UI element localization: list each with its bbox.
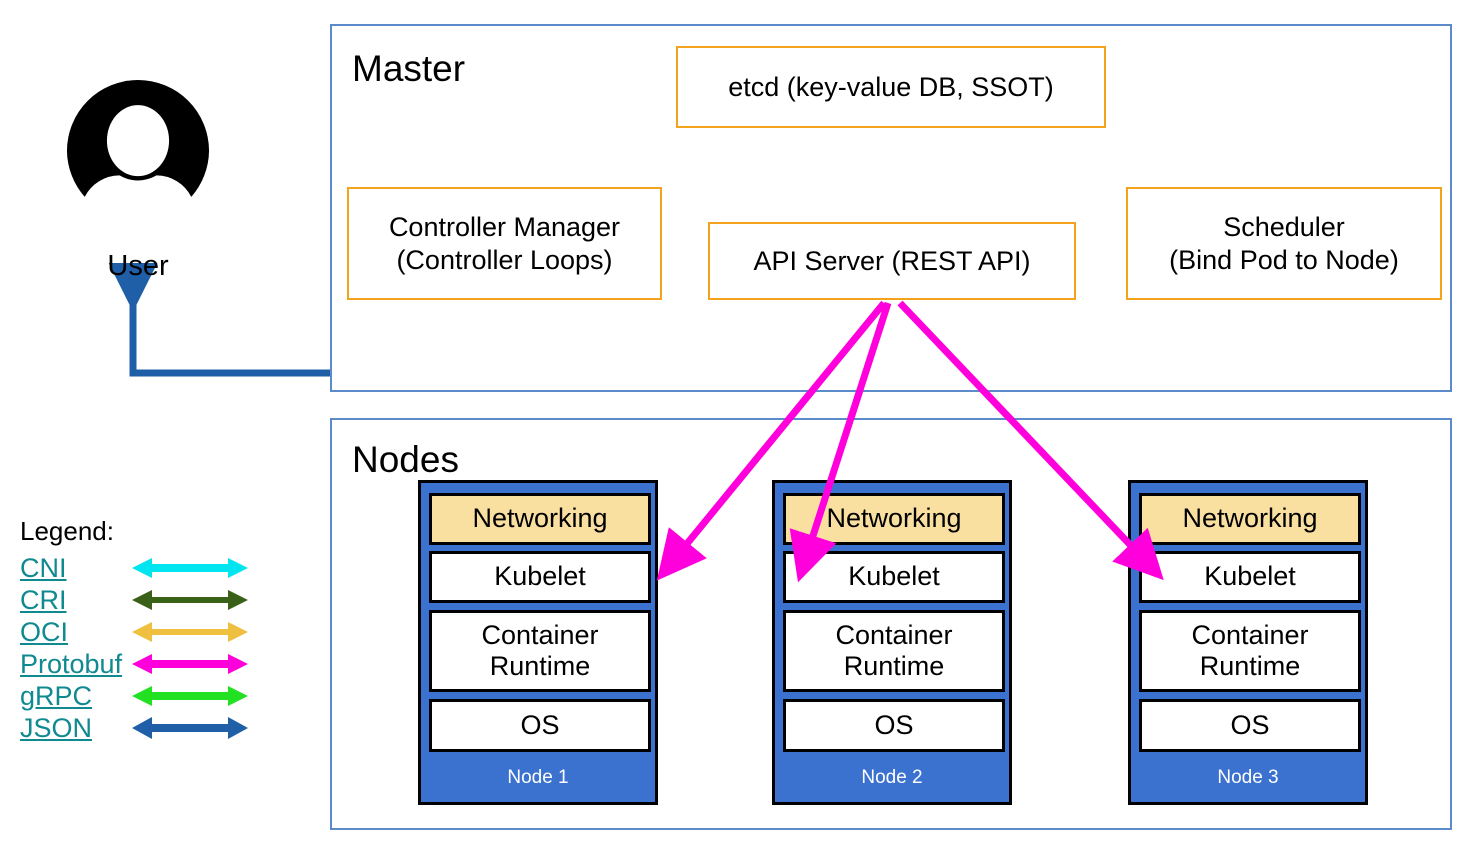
- master-group-title: Master: [352, 48, 466, 89]
- legend: Legend: CNI CRI OCI Protobuf: [20, 518, 250, 744]
- legend-label-protobuf[interactable]: Protobuf: [20, 648, 123, 679]
- node-2-os[interactable]: OS: [783, 699, 1005, 752]
- controller-manager-box[interactable]: Controller Manager (Controller Loops): [347, 187, 662, 300]
- node-1-networking[interactable]: Networking: [429, 493, 651, 545]
- node-1-kubelet-label: Kubelet: [494, 561, 586, 592]
- node-1-kubelet[interactable]: Kubelet: [429, 551, 651, 603]
- node-2-box[interactable]: Networking Kubelet Container Runtime OS …: [772, 480, 1012, 805]
- node-3-container-runtime-label: Container Runtime: [1191, 619, 1309, 681]
- nodes-group-title: Nodes: [352, 439, 459, 480]
- node-2-os-label: OS: [874, 709, 914, 740]
- node-3-networking-label: Networking: [1182, 503, 1318, 534]
- node-2-kubelet[interactable]: Kubelet: [783, 551, 1005, 603]
- legend-arrow-cni-icon: [132, 558, 248, 578]
- node-2-networking-label: Networking: [826, 503, 962, 534]
- node-3-os-label: OS: [1230, 709, 1270, 740]
- node-3-name: Node 3: [1217, 767, 1279, 788]
- node-1-box[interactable]: Networking Kubelet Container Runtime OS …: [418, 480, 658, 805]
- node-3-os[interactable]: OS: [1139, 699, 1361, 752]
- node-1-os[interactable]: OS: [429, 699, 651, 752]
- legend-arrow-grpc-icon: [132, 686, 248, 706]
- etcd-label: etcd (key-value DB, SSOT): [728, 71, 1054, 102]
- node-1-container-runtime[interactable]: Container Runtime: [429, 610, 651, 692]
- node-1-networking-label: Networking: [472, 503, 608, 534]
- legend-row-json[interactable]: JSON: [20, 712, 250, 744]
- scheduler-label: Scheduler (Bind Pod to Node): [1169, 211, 1399, 275]
- legend-arrow-protobuf-icon: [132, 654, 248, 674]
- legend-row-oci[interactable]: OCI: [20, 616, 250, 648]
- legend-row-grpc[interactable]: gRPC: [20, 680, 250, 712]
- node-1-os-label: OS: [520, 709, 560, 740]
- legend-row-protobuf[interactable]: Protobuf: [20, 648, 250, 680]
- legend-arrow-oci-icon: [132, 622, 248, 642]
- legend-label-cri[interactable]: CRI: [20, 584, 67, 615]
- node-2-networking[interactable]: Networking: [783, 493, 1005, 545]
- legend-row-cri[interactable]: CRI: [20, 584, 250, 616]
- etcd-box[interactable]: etcd (key-value DB, SSOT): [676, 46, 1106, 128]
- node-3-container-runtime[interactable]: Container Runtime: [1139, 610, 1361, 692]
- legend-title: Legend:: [20, 516, 114, 546]
- legend-arrow-json-icon: [132, 717, 248, 739]
- node-3-networking[interactable]: Networking: [1139, 493, 1361, 545]
- api-server-box[interactable]: API Server (REST API): [708, 222, 1076, 300]
- user-avatar-icon: [66, 79, 210, 197]
- legend-arrow-cri-icon: [132, 590, 248, 610]
- controller-manager-label: Controller Manager (Controller Loops): [388, 211, 621, 275]
- legend-label-cni[interactable]: CNI: [20, 552, 67, 583]
- node-3-kubelet-label: Kubelet: [1204, 561, 1296, 592]
- node-2-kubelet-label: Kubelet: [848, 561, 940, 592]
- legend-label-oci[interactable]: OCI: [20, 616, 69, 647]
- node-3-kubelet[interactable]: Kubelet: [1139, 551, 1361, 603]
- node-2-container-runtime[interactable]: Container Runtime: [783, 610, 1005, 692]
- node-3-box[interactable]: Networking Kubelet Container Runtime OS …: [1128, 480, 1368, 805]
- node-2-name: Node 2: [861, 767, 923, 788]
- legend-label-grpc[interactable]: gRPC: [20, 680, 93, 711]
- api-server-label: API Server (REST API): [753, 245, 1031, 276]
- scheduler-box[interactable]: Scheduler (Bind Pod to Node): [1126, 187, 1442, 300]
- node-2-container-runtime-label: Container Runtime: [835, 619, 953, 681]
- node-1-container-runtime-label: Container Runtime: [481, 619, 599, 681]
- user-label: User: [107, 250, 169, 282]
- legend-label-json[interactable]: JSON: [20, 712, 93, 743]
- node-1-name: Node 1: [507, 767, 569, 788]
- legend-row-cni[interactable]: CNI: [20, 552, 250, 584]
